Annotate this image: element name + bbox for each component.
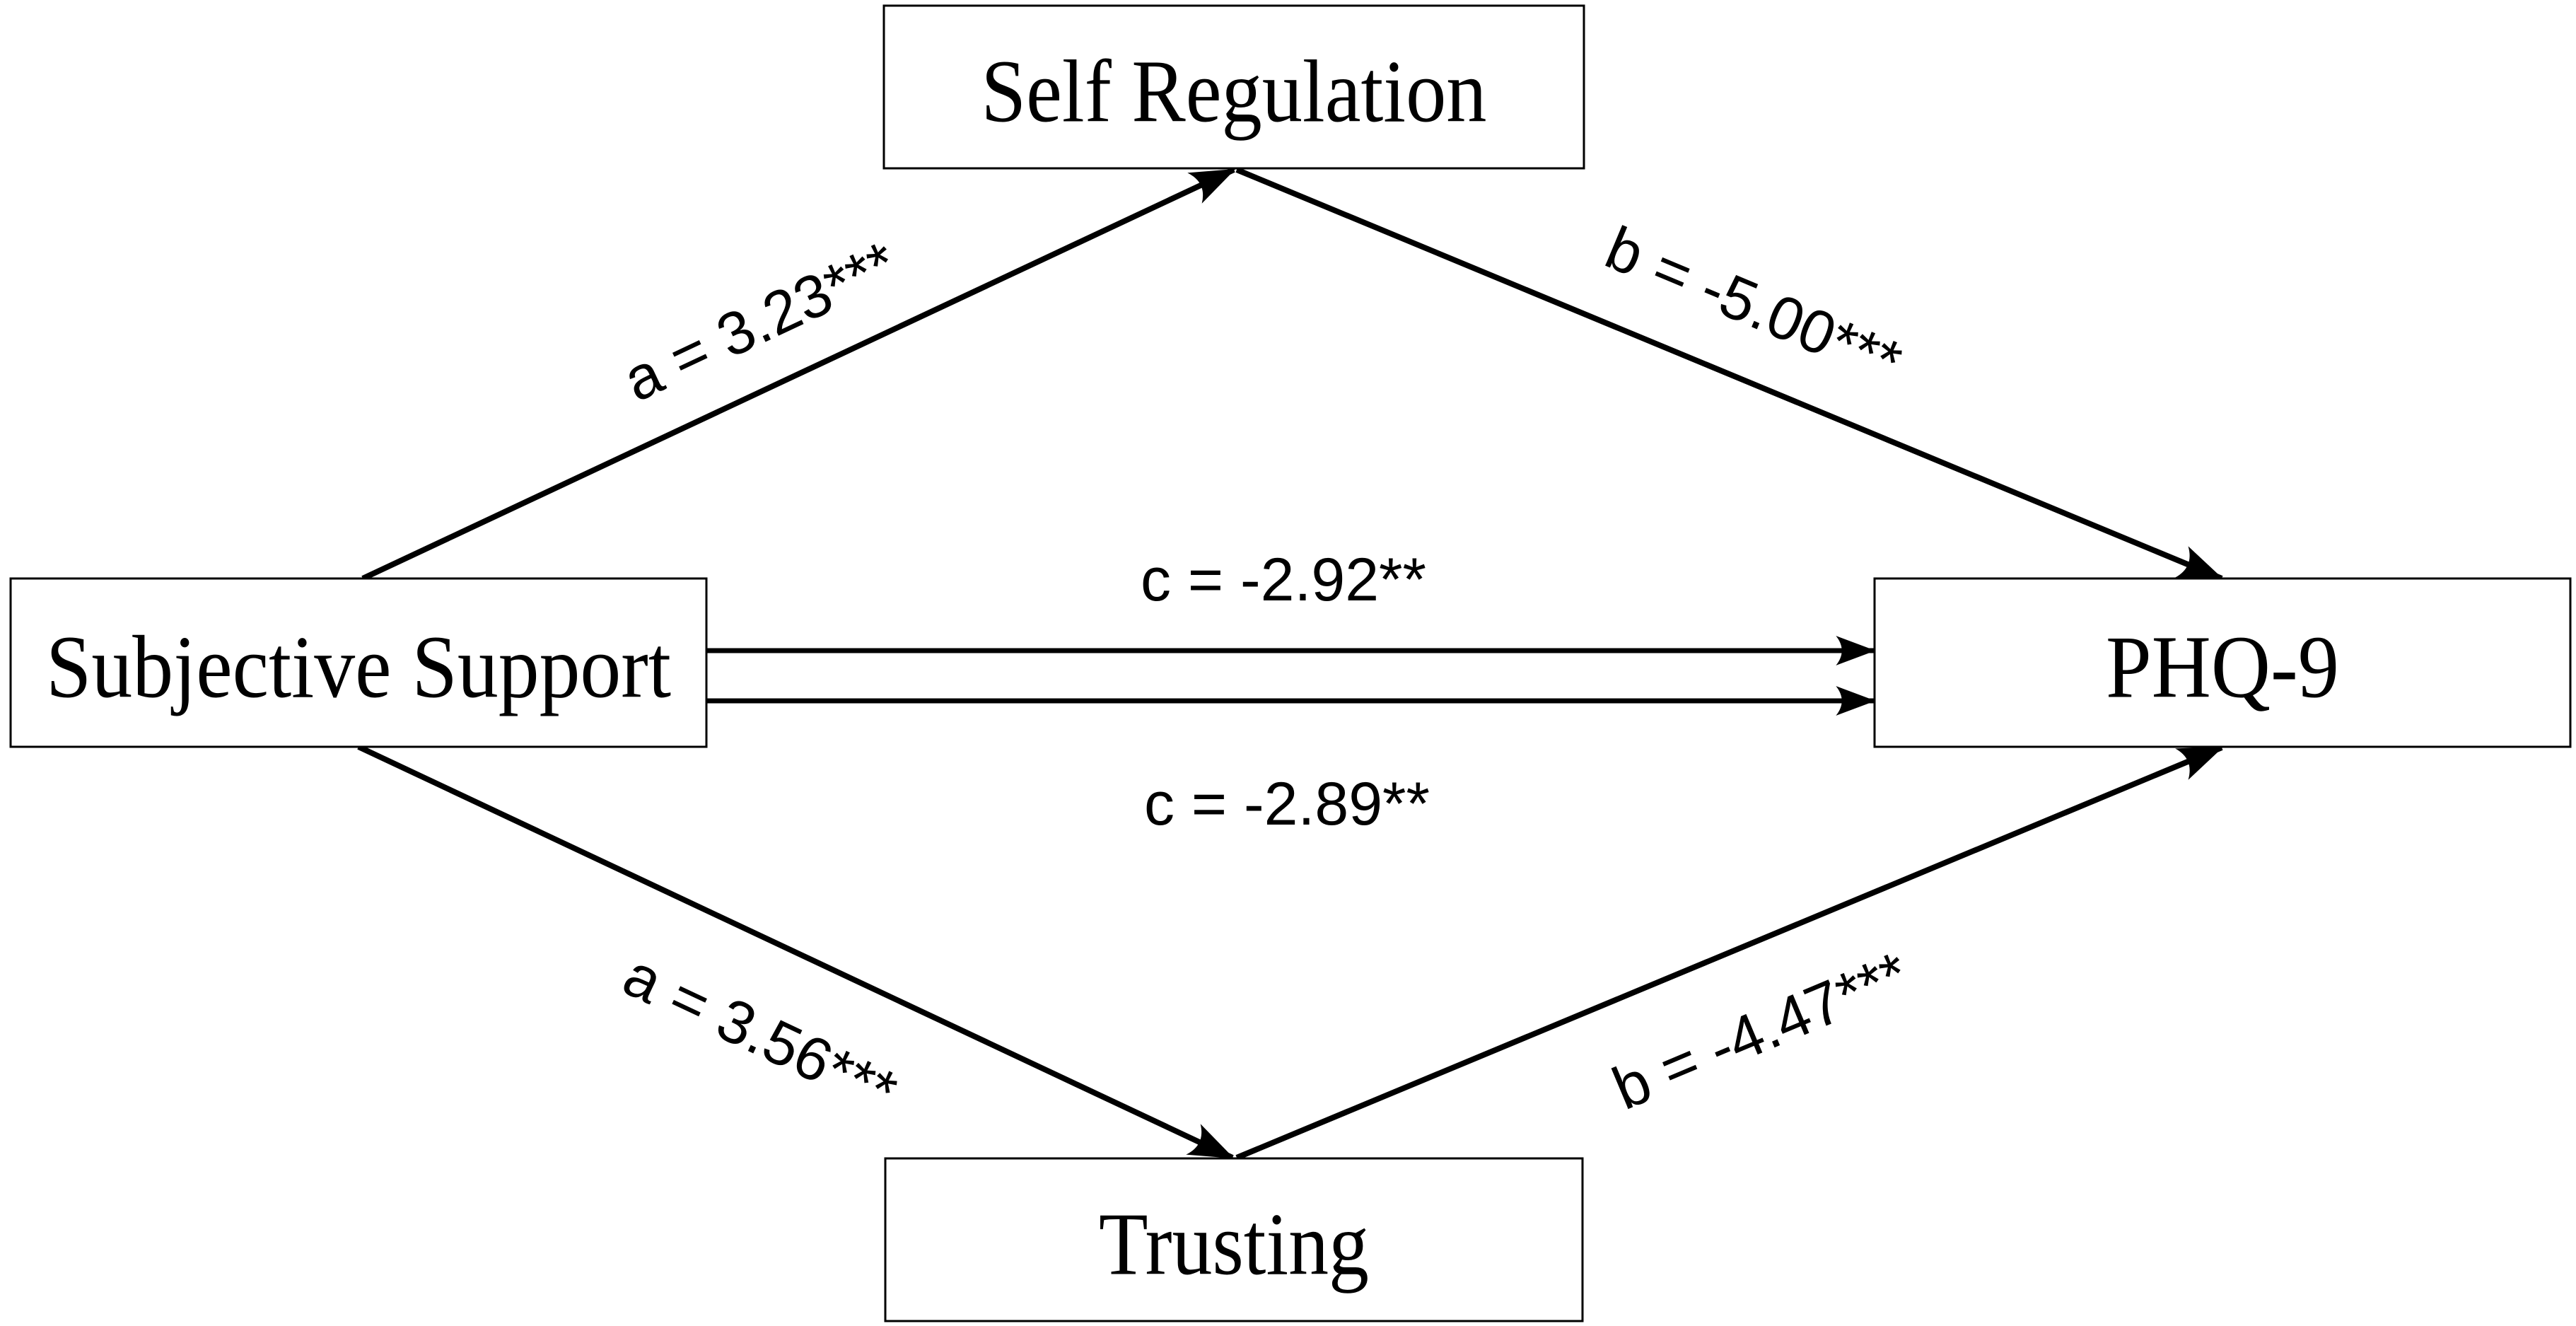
node-trusting: Trusting (884, 1157, 1584, 1322)
node-box-trusting (884, 1157, 1584, 1322)
label-c-direct-upper: c = -2.92** (1141, 546, 1426, 614)
node-label-trusting: Trusting (1099, 1196, 1369, 1294)
nodes: Self Regulation Subjective Support PHQ-9… (9, 4, 2572, 1322)
node-subjective-support: Subjective Support (9, 577, 708, 748)
node-box-self-regulation (882, 4, 1585, 170)
path-b-self-regulation-to-phq9 (1235, 167, 2224, 581)
node-label-phq9: PHQ-9 (2106, 619, 2339, 717)
label-c-direct-lower: c = -2.89** (1144, 770, 1430, 838)
node-box-subjective-support (9, 577, 708, 748)
edge-labels: a = 3.23*** b = -5.00*** c = -2.92** c =… (613, 214, 1918, 1127)
label-b-self-regulation: b = -5.00*** (1596, 214, 1911, 397)
label-b-trusting: b = -4.47*** (1604, 939, 1918, 1123)
path-b-trusting-to-phq9 (1235, 745, 2224, 1161)
edges (357, 167, 2224, 1161)
node-self-regulation: Self Regulation (882, 4, 1585, 170)
path-a-to-self-regulation (361, 167, 1236, 581)
label-a-self-regulation: a = 3.23*** (613, 229, 907, 415)
path-a-to-trusting (357, 744, 1235, 1161)
node-phq9: PHQ-9 (1873, 577, 2572, 748)
label-a-trusting: a = 3.56*** (613, 941, 907, 1127)
node-box-phq9 (1873, 577, 2572, 748)
node-label-self-regulation: Self Regulation (981, 43, 1487, 141)
node-label-subjective-support: Subjective Support (46, 619, 671, 717)
